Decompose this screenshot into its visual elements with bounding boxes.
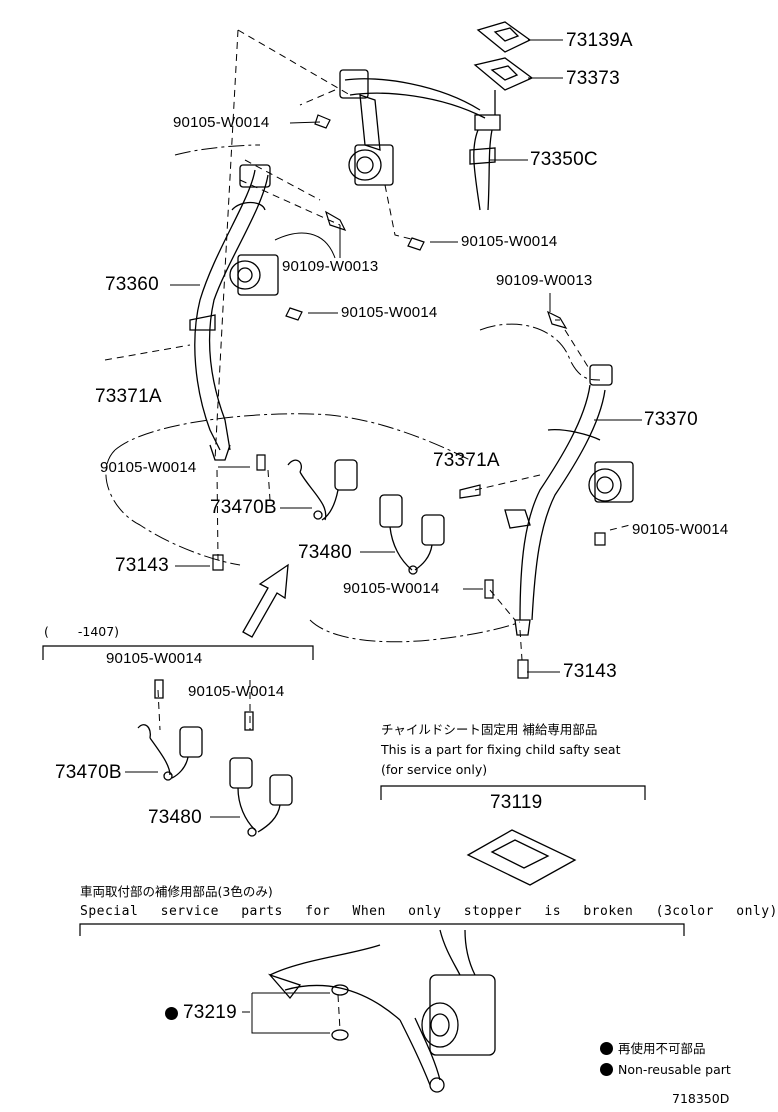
label-73139A: 73139A — [566, 30, 633, 51]
child-seat-note-jp: チャイルドシート固定用 補給専用部品 — [381, 722, 598, 737]
label-73360: 73360 — [105, 274, 159, 295]
label-73143-left: 73143 — [115, 555, 169, 576]
label-90105-inset-b: 90105-W0014 — [188, 683, 285, 700]
label-90105-top: 90105-W0014 — [173, 114, 270, 131]
child-seat-part-73119 — [466, 829, 577, 886]
bolts — [212, 114, 606, 679]
label-73219: 73219 — [165, 1003, 237, 1022]
label-90105-left-low: 90105-W0014 — [100, 459, 197, 476]
legend-en: Non-reusable part — [600, 1063, 731, 1077]
label-90105-inset-a: 90105-W0014 — [106, 650, 203, 667]
buckle-73470B — [287, 459, 358, 521]
belt-assembly-73360 — [189, 164, 279, 461]
inset-buckle-73470B — [137, 679, 203, 781]
legend-dot-icon — [600, 1063, 613, 1076]
dashed-mounting-lines — [104, 29, 631, 1031]
legend-dot-icon — [600, 1042, 613, 1055]
legend-jp: 再使用不可部品 — [600, 1042, 706, 1056]
label-90105-left-mid: 90105-W0014 — [341, 304, 438, 321]
legend-en-text: Non-reusable part — [618, 1062, 731, 1077]
inset-buckle-73480 — [229, 711, 293, 837]
special-note-jp: 車両取付部の補修用部品(3色のみ) — [80, 884, 273, 899]
special-note-en: Special service parts for When only stop… — [80, 904, 778, 919]
stopper-assembly — [267, 929, 496, 1093]
label-73470B-main: 73470B — [210, 497, 277, 518]
label-90109-right: 90109-W0013 — [496, 272, 593, 289]
legend-jp-text: 再使用不可部品 — [618, 1041, 706, 1056]
diagram-id: 718350D — [672, 1091, 730, 1106]
label-90109-left: 90109-W0013 — [282, 258, 379, 275]
label-73480-inset: 73480 — [148, 807, 202, 828]
label-73371A-left: 73371A — [95, 386, 162, 407]
label-73350C: 73350C — [530, 149, 598, 170]
label-90105-upper-mid: 90105-W0014 — [461, 233, 558, 250]
label-73480-main: 73480 — [298, 542, 352, 563]
body-outline — [105, 144, 601, 643]
non-reusable-dot-icon — [165, 1007, 178, 1020]
belt-assembly-73350C — [339, 69, 501, 211]
belt-assembly-73370 — [504, 364, 634, 636]
label-73370: 73370 — [644, 409, 698, 430]
label-73143-right: 73143 — [563, 661, 617, 682]
clip-plates — [473, 21, 534, 91]
label-73373: 73373 — [566, 68, 620, 89]
label-73470B-inset: 73470B — [55, 762, 122, 783]
parts-diagram — [42, 21, 685, 1093]
label-90105-center-low: 90105-W0014 — [343, 580, 440, 597]
direction-arrow — [242, 563, 289, 638]
child-seat-note-en1: This is a part for fixing child safty se… — [381, 742, 621, 757]
inset-range-label: ( -1407) — [44, 624, 120, 639]
inset-brackets — [42, 645, 685, 936]
label-73371A-right: 73371A — [433, 450, 500, 471]
label-73219-text: 73219 — [183, 1002, 237, 1023]
label-90105-right-low: 90105-W0014 — [632, 521, 729, 538]
buckle-73480 — [379, 494, 445, 575]
label-73119: 73119 — [490, 792, 543, 813]
child-seat-note-en2: (for service only) — [381, 762, 488, 777]
